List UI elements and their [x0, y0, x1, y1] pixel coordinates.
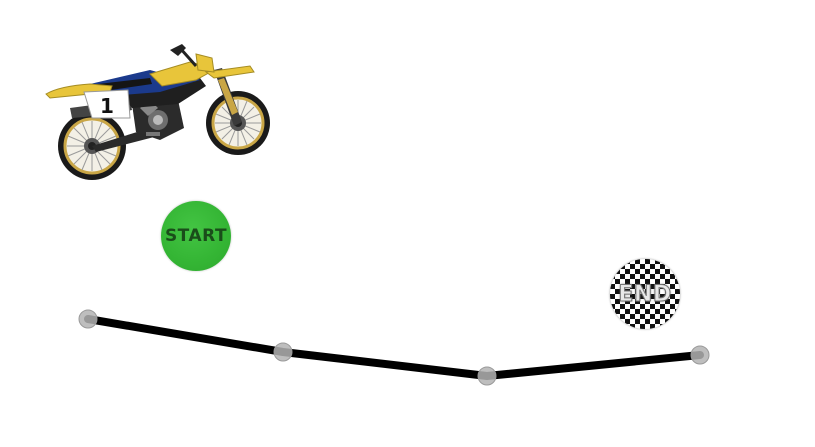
end-label: END: [618, 281, 672, 307]
track-nodes: [78, 309, 710, 386]
start-marker[interactable]: START: [161, 201, 231, 271]
track-node[interactable]: [78, 309, 98, 329]
track-line: [84, 315, 704, 380]
bike-number: 1: [100, 94, 114, 118]
start-label: START: [164, 226, 228, 246]
end-marker[interactable]: END: [610, 259, 680, 329]
track-node[interactable]: [477, 366, 497, 386]
number-plate: [83, 89, 131, 119]
track: [78, 309, 710, 386]
motorbike: 1: [45, 44, 270, 180]
track-node[interactable]: [690, 345, 710, 365]
track-node[interactable]: [273, 342, 293, 362]
